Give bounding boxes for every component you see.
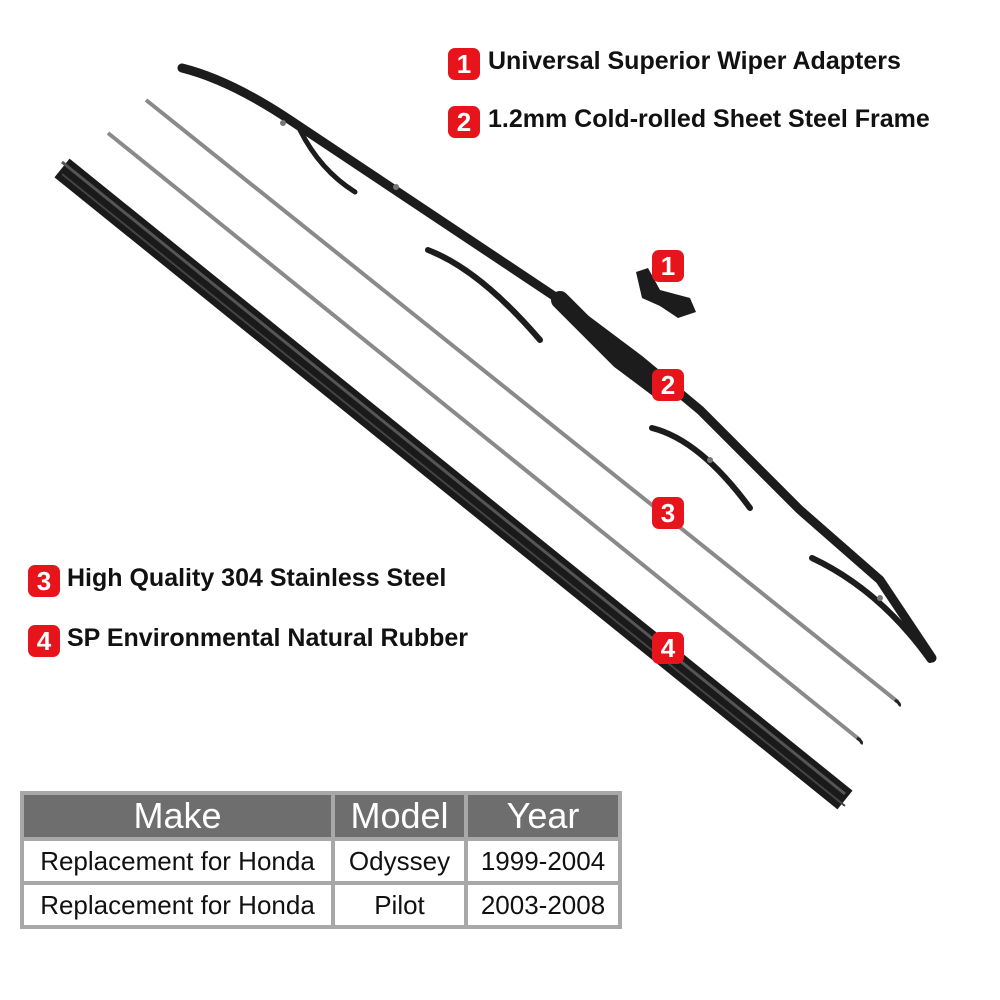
wiper-adapter: [636, 268, 696, 318]
rubber-refill: [54, 158, 853, 810]
cell-make: Replacement for Honda: [20, 881, 335, 929]
table-row: Replacement for Honda Odyssey 1999-2004: [20, 837, 622, 885]
fitment-table: Make Model Year Replacement for Honda Od…: [20, 791, 622, 929]
cell-year: 1999-2004: [464, 837, 622, 885]
cell-make: Replacement for Honda: [20, 837, 335, 885]
callout-1: 1: [652, 250, 684, 282]
callout-4: 4: [652, 632, 684, 664]
feature-label: High Quality 304 Stainless Steel: [67, 564, 447, 592]
feature-label: Universal Superior Wiper Adapters: [488, 47, 901, 75]
cell-year: 2003-2008: [464, 881, 622, 929]
table-row: Replacement for Honda Pilot 2003-2008: [20, 881, 622, 929]
callout-2: 2: [652, 369, 684, 401]
table-header-row: Make Model Year: [20, 791, 622, 841]
badge-4: 4: [28, 625, 60, 657]
header-year: Year: [464, 791, 622, 841]
badge-2: 2: [448, 106, 480, 138]
cell-model: Pilot: [331, 881, 468, 929]
header-model: Model: [331, 791, 468, 841]
badge-3: 3: [28, 565, 60, 597]
header-make: Make: [20, 791, 335, 841]
feature-label: 1.2mm Cold-rolled Sheet Steel Frame: [488, 105, 930, 133]
feature-label: SP Environmental Natural Rubber: [67, 624, 469, 652]
cell-model: Odyssey: [331, 837, 468, 885]
badge-1: 1: [448, 48, 480, 80]
stainless-steel-strips: [106, 98, 901, 746]
callout-3: 3: [652, 497, 684, 529]
